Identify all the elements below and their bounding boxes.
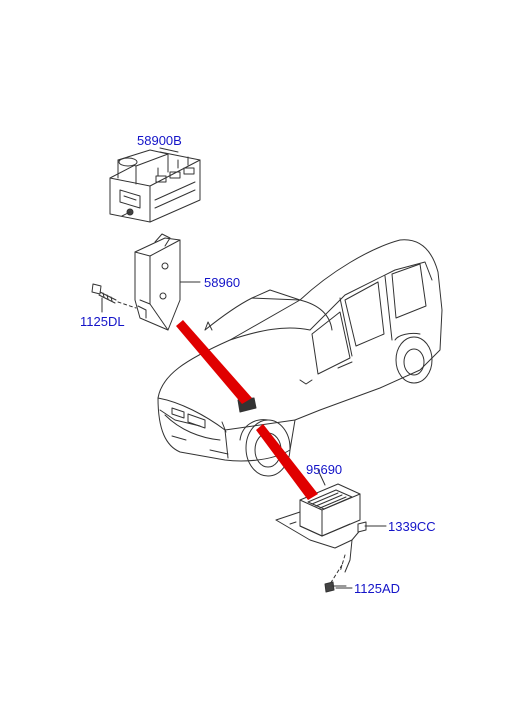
part-label-sensor-unit: 95690 (306, 462, 343, 477)
part-label-abs-unit: 58900B (137, 133, 182, 148)
leader-95690 (317, 469, 326, 486)
bracket-bolt (91, 283, 117, 304)
yaw-rate-sensor (275, 483, 367, 573)
sensor-dashed-line (329, 554, 346, 585)
location-pointers (176, 320, 318, 500)
abs-hydraulic-unit (109, 149, 201, 223)
part-label-sensor-bolt: 1125AD (354, 581, 401, 596)
bolt-dashed-line (117, 301, 137, 309)
pointer-abs-location (176, 320, 252, 404)
part-label-bracket: 58960 (204, 275, 241, 290)
leader-58900B (159, 147, 179, 153)
part-label-bracket-bolt: 1125DL (80, 314, 125, 329)
part-label-sensor-nut: 1339CC (388, 519, 436, 534)
abs-bracket (134, 233, 181, 331)
vehicle-minivan (157, 239, 443, 477)
pointer-sensor-location (256, 424, 318, 500)
sensor-bolt (324, 581, 347, 593)
